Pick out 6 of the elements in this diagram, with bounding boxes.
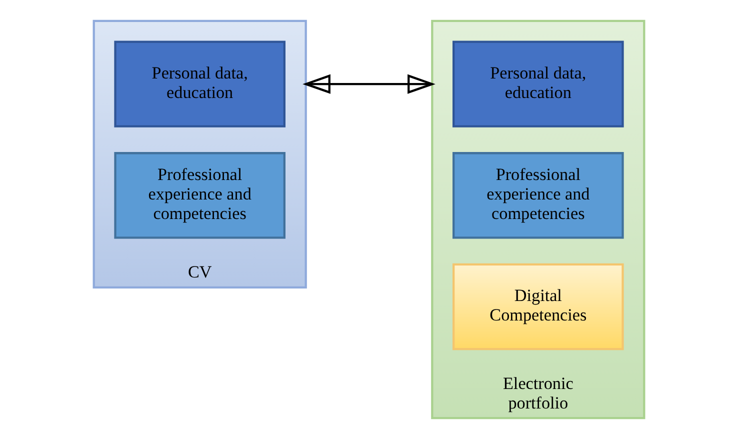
node-box: Professional experience and competencies xyxy=(452,152,624,239)
node-box: Personal data, education xyxy=(452,40,624,128)
node-box: Professional experience and competencies xyxy=(114,152,285,239)
node-box: Digital Competencies xyxy=(452,263,624,350)
arrow xyxy=(302,74,435,94)
node-box: Personal data, education xyxy=(114,40,285,128)
